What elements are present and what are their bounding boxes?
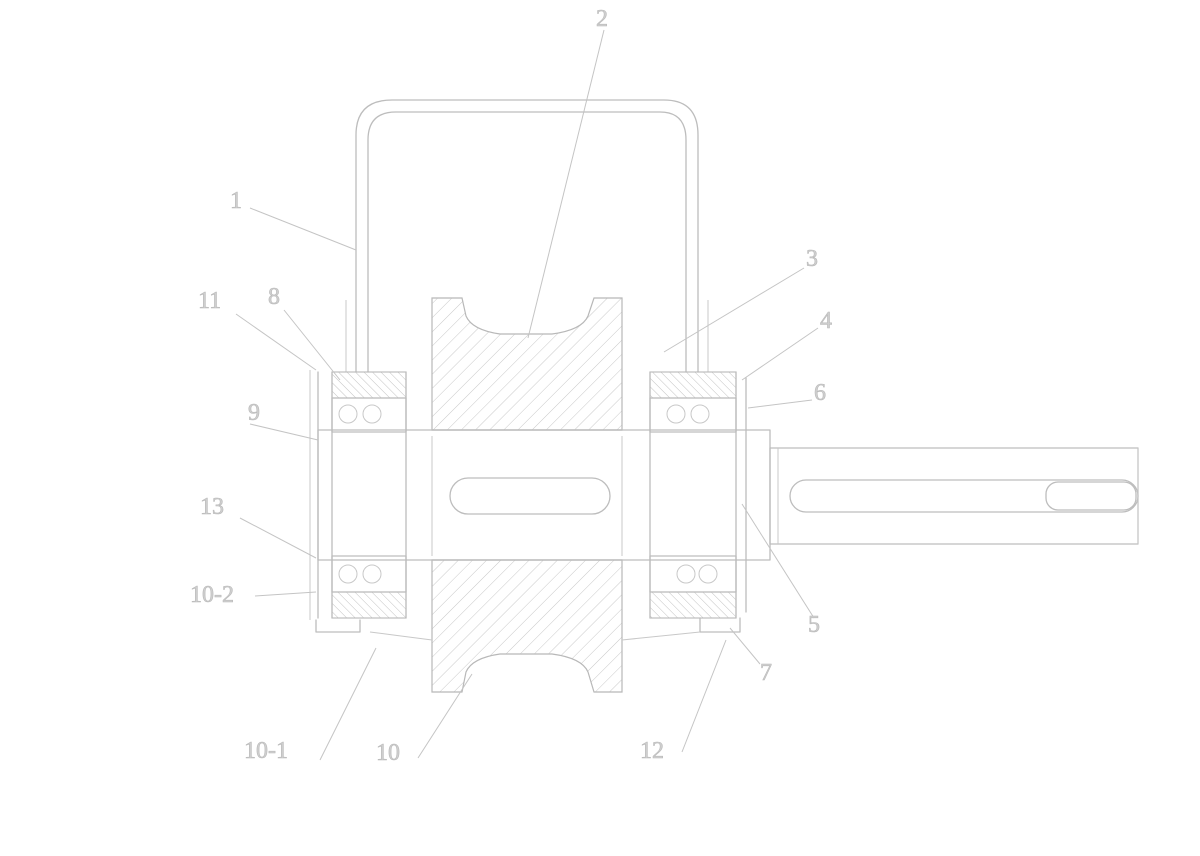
handle-bracket — [345, 99, 709, 373]
output-shaft — [769, 447, 1139, 545]
label-part-11: 11 — [198, 288, 221, 314]
right-bearing-assembly — [649, 371, 747, 633]
label-part-5: 5 — [808, 612, 820, 638]
part-labels: 1 2 3 4 5 6 7 8 9 10 10-1 10-2 11 12 13 — [190, 6, 833, 767]
lower-sleeve — [369, 631, 701, 641]
label-part-1: 1 — [230, 188, 242, 214]
wheel-hub — [431, 297, 623, 693]
label-part-8: 8 — [268, 284, 280, 310]
label-part-9: 9 — [248, 400, 260, 426]
axle — [317, 429, 771, 561]
label-part-6: 6 — [814, 380, 826, 406]
leader-lines — [235, 29, 819, 761]
label-part-3: 3 — [806, 246, 818, 272]
label-part-2: 2 — [596, 6, 608, 32]
left-bearing-assembly — [309, 370, 407, 633]
label-part-10-2: 10-2 — [190, 582, 234, 608]
label-part-12: 12 — [640, 738, 664, 764]
label-part-10-1: 10-1 — [244, 738, 288, 764]
label-part-13: 13 — [200, 494, 224, 520]
label-part-4: 4 — [820, 308, 832, 334]
label-part-7: 7 — [760, 660, 772, 686]
label-part-10: 10 — [376, 740, 400, 766]
